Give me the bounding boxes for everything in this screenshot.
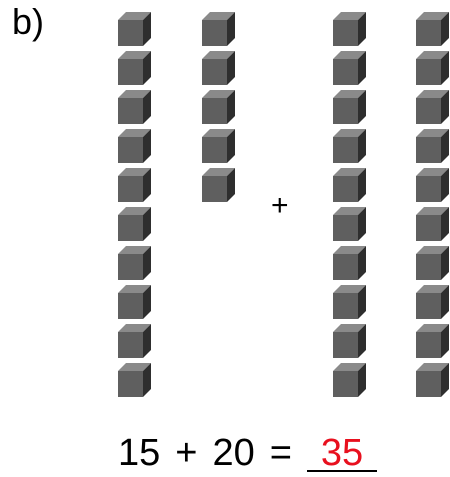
cube-icon (333, 168, 366, 202)
equation-operator: + (175, 432, 198, 474)
cube-icon (333, 90, 366, 124)
cube-icon (118, 324, 151, 358)
cube-icon (202, 51, 235, 85)
cube-icon (118, 51, 151, 85)
problem-label: b) (12, 1, 45, 42)
equation-left-operand: 15 (118, 432, 161, 474)
cube-icon (416, 246, 449, 280)
cube-icon (333, 12, 366, 46)
cube-icon (118, 12, 151, 46)
cube-icon (118, 168, 151, 202)
cube-icon (118, 246, 151, 280)
cube-icon (118, 363, 151, 397)
equation-right-operand: 20 (212, 432, 255, 474)
cube-icon (118, 90, 151, 124)
cube-icon (416, 129, 449, 163)
cube-icon (416, 51, 449, 85)
cube-icon (118, 285, 151, 319)
cube-icon (118, 129, 151, 163)
equation-equals: = (269, 432, 292, 474)
cube-icon (333, 324, 366, 358)
cube-icon (333, 246, 366, 280)
cube-icon (416, 363, 449, 397)
answer-blank[interactable]: 35 (306, 432, 377, 474)
plus-sign: + (271, 189, 289, 222)
cube-icon (416, 285, 449, 319)
cube-icon (202, 168, 235, 202)
cube-icon (202, 129, 235, 163)
cube-icon (416, 90, 449, 124)
cube-icon (202, 12, 235, 46)
cube-icon (333, 207, 366, 241)
cube-icon (333, 285, 366, 319)
cube-icon (416, 324, 449, 358)
answer-underline (306, 470, 377, 472)
cube-icon (333, 51, 366, 85)
cube-icon (118, 207, 151, 241)
cube-icon (333, 129, 366, 163)
cube-icon (416, 12, 449, 46)
cube-icon (416, 168, 449, 202)
answer-value: 35 (320, 432, 364, 474)
equation: 15 + 20 = 35 (118, 432, 377, 474)
cube-icon (416, 207, 449, 241)
cube-icon (202, 90, 235, 124)
cube-icon (333, 363, 366, 397)
